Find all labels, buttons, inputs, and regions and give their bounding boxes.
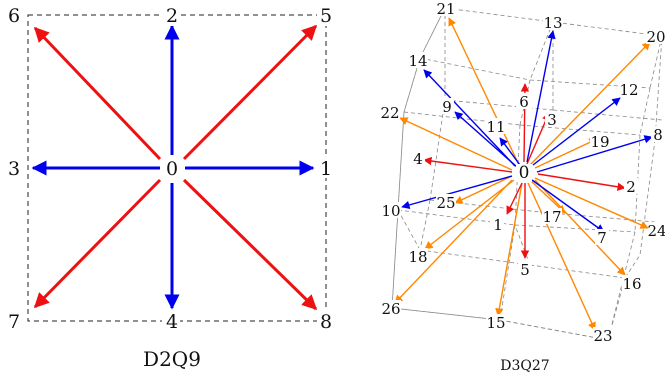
d2q9-diagram: 0 1 2 3 4 5 6 7 8 D2Q9 bbox=[4, 5, 335, 371]
d3q27-label-11: 11 bbox=[486, 118, 505, 136]
d3q27-label-16: 16 bbox=[622, 275, 641, 293]
d3q27-label-5: 5 bbox=[520, 261, 530, 279]
d3q27-arrow-21 bbox=[448, 17, 521, 168]
d3q27-arrow-8 bbox=[536, 135, 653, 173]
d3q27-label-1: 1 bbox=[493, 216, 503, 234]
d3q27-corner-arrows bbox=[394, 17, 651, 331]
d3q27-arrow-23 bbox=[527, 182, 596, 331]
d3q27-label-13: 13 bbox=[543, 14, 562, 32]
d3q27-label-23: 23 bbox=[593, 327, 612, 345]
d3q27-label-3: 3 bbox=[547, 111, 557, 129]
d3q27-edge-arrows bbox=[423, 83, 626, 259]
d3q27-caption: D3Q27 bbox=[500, 358, 549, 374]
d3q27-label-15: 15 bbox=[486, 314, 505, 332]
d3q27-arrow-25 bbox=[454, 175, 513, 204]
d3q27-label-4: 4 bbox=[413, 150, 423, 168]
d3q27-arrow-24 bbox=[534, 177, 649, 229]
d3q27-label-18: 18 bbox=[408, 248, 427, 266]
d3q27-arrow-12 bbox=[532, 97, 621, 166]
d3q27-label-6: 6 bbox=[519, 93, 529, 111]
d3q27-label-9: 9 bbox=[442, 98, 452, 116]
d3q27-label-20: 20 bbox=[646, 28, 665, 46]
d3q27-label-10: 10 bbox=[381, 202, 400, 220]
d2q9-label-6: 6 bbox=[8, 5, 20, 27]
d3q27-label-24: 24 bbox=[647, 222, 665, 240]
d3q27-label-19: 19 bbox=[590, 133, 609, 151]
d3q27-arrow-11 bbox=[499, 137, 521, 166]
d2q9-label-7: 7 bbox=[8, 311, 20, 333]
d2q9-arrow-8 bbox=[182, 178, 318, 311]
d2q9-label-1: 1 bbox=[320, 158, 332, 180]
d2q9-arrow-7 bbox=[33, 178, 162, 309]
d2q9-arrow-6 bbox=[33, 26, 162, 161]
d2q9-caption: D2Q9 bbox=[143, 347, 201, 371]
d3q27-arrow-10 bbox=[401, 175, 513, 209]
d3q27-arrow-16 bbox=[534, 179, 626, 276]
d3q27-label-25: 25 bbox=[436, 194, 455, 212]
d3q27-arrow-20 bbox=[529, 41, 651, 166]
d3q27-arrow-9 bbox=[454, 111, 518, 168]
d3q27-label-26: 26 bbox=[381, 300, 400, 318]
d3q27-face-arrows bbox=[401, 30, 653, 233]
d3q27-label-7: 7 bbox=[597, 229, 607, 247]
d3q27-arrow-13 bbox=[526, 30, 556, 163]
d3q27-label-17: 17 bbox=[542, 208, 561, 226]
d3q27-arrow-19 bbox=[534, 138, 598, 169]
d2q9-label-5: 5 bbox=[320, 5, 332, 27]
d2q9-label-center: 0 bbox=[166, 158, 178, 180]
d3q27-arrow-14 bbox=[423, 69, 516, 167]
d3q27-label-22: 22 bbox=[380, 104, 399, 122]
d3q27-label-2: 2 bbox=[626, 178, 636, 196]
d3q27-diagram: 0 1 2 3 4 5 6 7 8 9 10 11 12 13 14 15 16… bbox=[380, 0, 665, 374]
d3q27-arrow-15 bbox=[495, 182, 523, 317]
d3q27-arrow-22 bbox=[399, 117, 513, 171]
d3q27-arrow-2 bbox=[537, 173, 626, 191]
d3q27-label-center: 0 bbox=[519, 163, 530, 183]
d2q9-arrow-5 bbox=[182, 24, 318, 161]
d3q27-arrow-7 bbox=[531, 179, 605, 233]
d2q9-label-8: 8 bbox=[320, 311, 332, 333]
d3q27-arrow-17 bbox=[529, 179, 566, 214]
d3q27-label-8: 8 bbox=[653, 126, 663, 144]
d3q27-arrow-18 bbox=[424, 179, 515, 250]
d3q27-arrow-1 bbox=[506, 182, 523, 215]
d3q27-arrow-26 bbox=[394, 179, 513, 304]
d2q9-label-3: 3 bbox=[8, 158, 20, 180]
d2q9-label-4: 4 bbox=[166, 311, 178, 333]
d3q27-arrow-4 bbox=[423, 156, 513, 173]
d3q27-label-21: 21 bbox=[436, 0, 455, 18]
d2q9-label-2: 2 bbox=[166, 5, 178, 27]
d3q27-label-14: 14 bbox=[408, 52, 427, 70]
d3q27-label-12: 12 bbox=[619, 81, 638, 99]
